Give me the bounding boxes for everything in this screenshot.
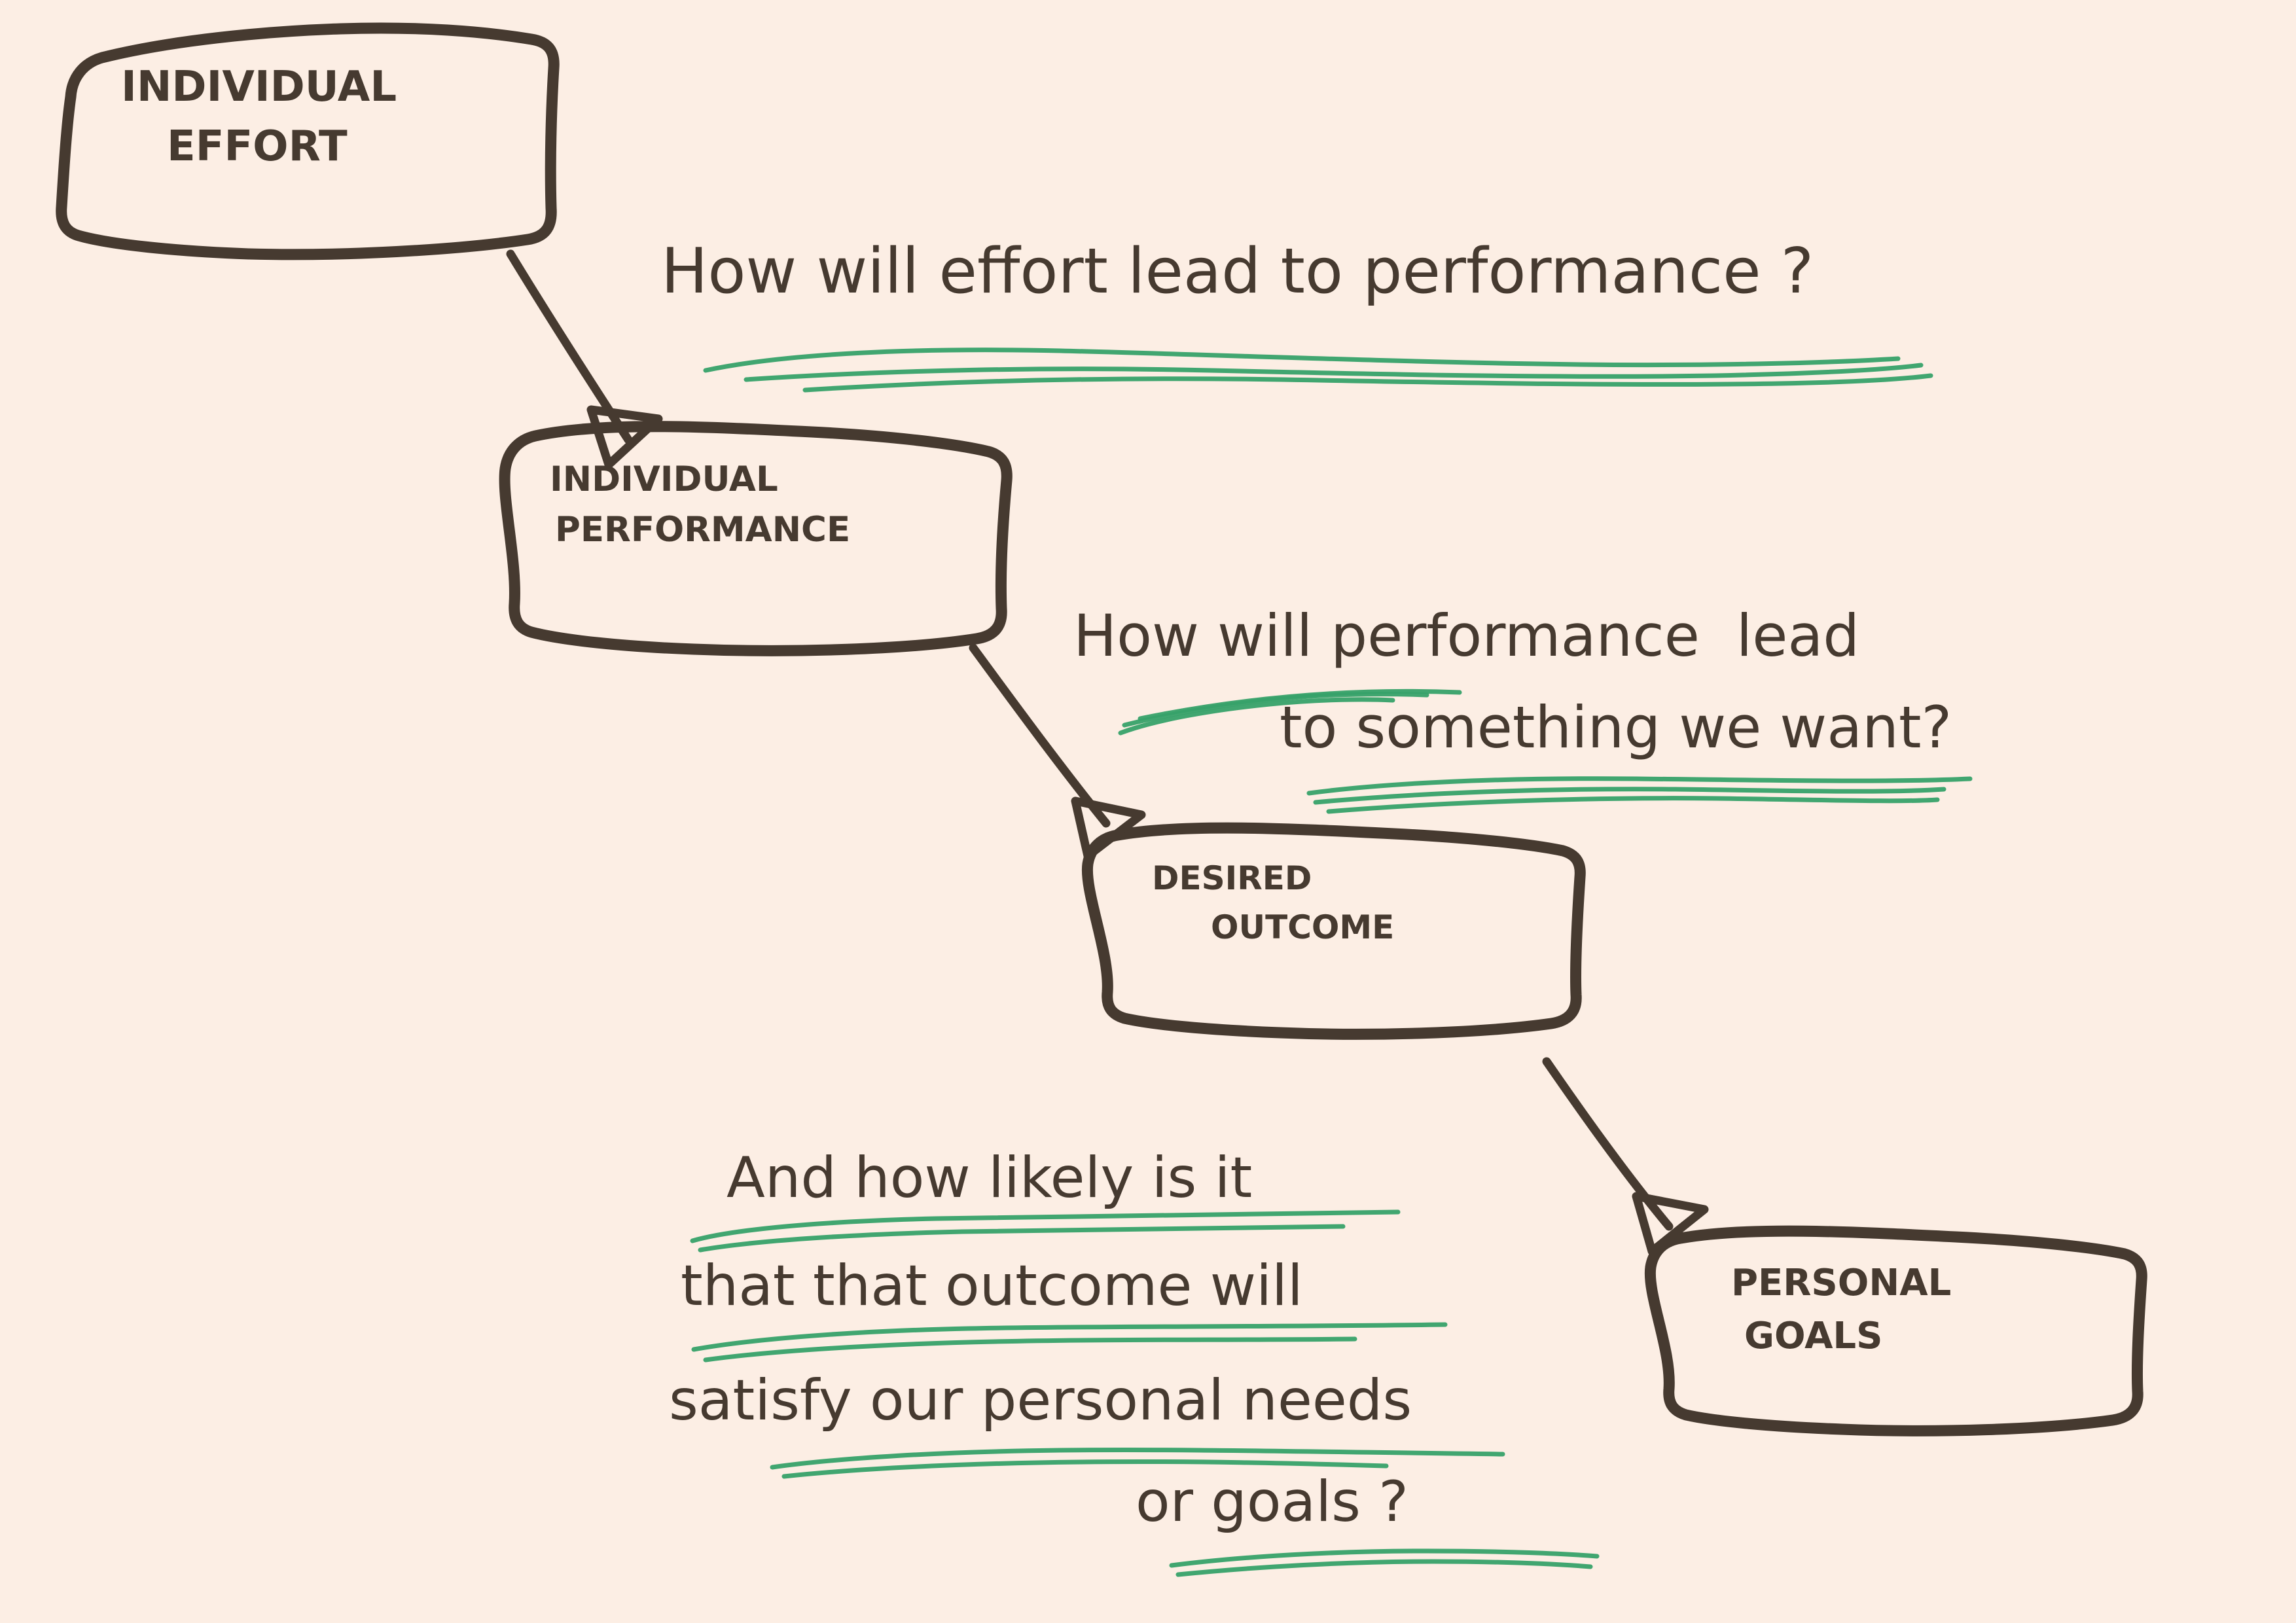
- node-label-individual-effort: INDIVIDUAL EFFORT: [121, 58, 397, 177]
- node-box-desired-outcome: [1081, 822, 1586, 1040]
- highlight-underline-q3d: [1169, 1548, 1600, 1577]
- arrow-outcome-to-goals: [1542, 1057, 1709, 1256]
- node-line-1: INDIVIDUAL: [121, 63, 397, 111]
- highlight-underline-q1: [703, 348, 1933, 393]
- node-line-2: PERFORMANCE: [555, 509, 851, 550]
- node-box-individual-performance: [499, 421, 1013, 656]
- node-box-individual-effort: [56, 22, 560, 260]
- node-line-2: OUTCOME: [1211, 908, 1395, 946]
- node-label-personal-goals: PERSONAL GOALS: [1731, 1257, 1951, 1363]
- node-box-personal-goals: [1644, 1225, 2147, 1436]
- highlight-underline-q2a: [1118, 688, 1462, 736]
- arrow-performance-to-outcome: [969, 643, 1146, 861]
- highlight-underline-q3a: [690, 1209, 1401, 1253]
- highlight-underline-q3c: [770, 1447, 1505, 1479]
- arrow-effort-to-performance: [506, 249, 663, 469]
- node-line-1: PERSONAL: [1731, 1262, 1952, 1304]
- node-label-desired-outcome: DESIRED OUTCOME: [1152, 854, 1394, 952]
- node-line-2: EFFORT: [167, 122, 348, 171]
- node-line-1: INDIVIDUAL: [550, 459, 778, 499]
- node-line-2: GOALS: [1744, 1315, 1883, 1358]
- node-line-1: DESIRED: [1152, 859, 1312, 897]
- node-label-individual-performance: INDIVIDUAL PERFORMANCE: [550, 455, 850, 556]
- highlight-underline-q2b: [1306, 776, 1973, 814]
- highlight-underline-q3b: [691, 1322, 1448, 1363]
